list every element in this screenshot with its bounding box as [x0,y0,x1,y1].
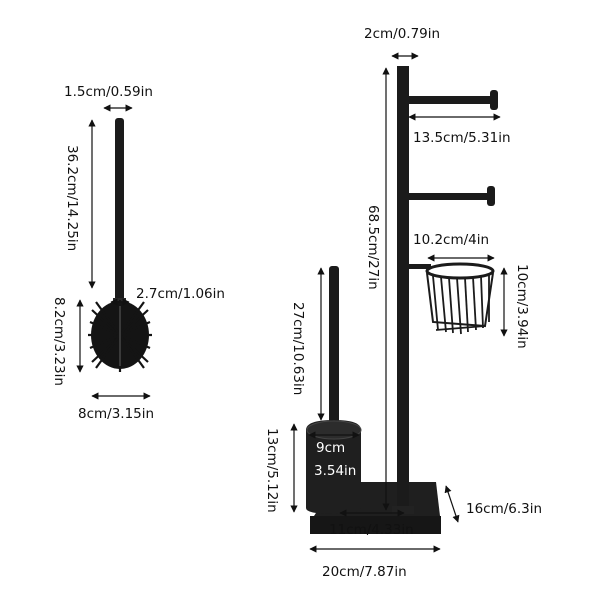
holder-diameter-in-label: 3.54in [314,463,356,479]
basket-width-label: 10.2cm/4in [413,232,489,248]
stand-height-label: 68.5cm/27in [365,205,381,290]
toilet-brush-icon [88,118,152,372]
paper-basket-icon [425,262,495,335]
holder-diameter-cm-label: 9cm [316,440,345,456]
base-depth-line [444,485,460,523]
arm-length-label: 13.5cm/5.31in [413,130,511,146]
base-depth-label: 16cm/6.3in [466,501,542,517]
holder-height-label: 13cm/5.12in [264,428,280,513]
brush-head-height-label: 8.2cm/3.23in [51,297,67,386]
brush-in-holder-height-label: 27cm/10.63in [290,302,306,395]
brush-total-height-label: 36.2cm/14.25in [64,145,80,251]
brush-handle-diameter-label: 1.5cm/0.59in [64,84,153,100]
brush-head-width-label: 8cm/3.15in [78,406,154,422]
bathroom-stand: 2cm/0.79in 13.5cm/5.31in 68.5cm/27in 10.… [264,26,542,580]
base-depth-left-label: 11cm/4.33in [329,522,414,538]
brush-neck-label: 2.7cm/1.06in [136,286,225,302]
basket-height-label: 10cm/3.94in [514,264,530,349]
brush-holder-icon [306,266,362,514]
base-width-label: 20cm/7.87in [322,564,407,580]
pole-diameter-label: 2cm/0.79in [364,26,440,42]
standalone-toilet-brush: 1.5cm/0.59in 36.2cm/14.25in 8.2cm/3.23in… [51,84,225,422]
